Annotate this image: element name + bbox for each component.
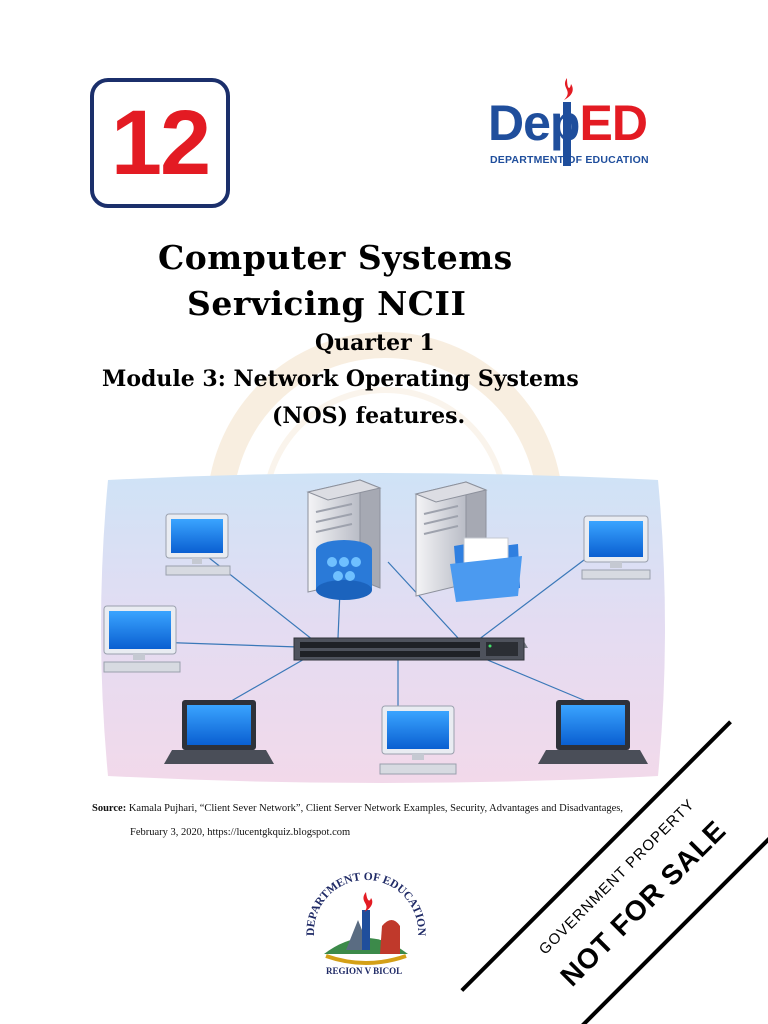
laptop-icon: [164, 700, 274, 764]
folder-icon: [450, 537, 522, 602]
quarter-label: Quarter 1: [315, 330, 435, 356]
region-seal: DEPARTMENT OF EDUCATION: [305, 871, 427, 965]
region-name: REGION V BICOL: [326, 966, 403, 976]
source-text: Kamala Pujhari, “Client Sever Network”, …: [126, 803, 623, 814]
database-users-icon: [316, 540, 372, 600]
desktop-computer-icon: [379, 705, 457, 775]
source-line-1: Source: Kamala Pujhari, “Client Sever Ne…: [92, 797, 722, 821]
grade-badge: 12: [90, 78, 230, 208]
torch-icon: [563, 78, 573, 166]
deped-logo: DepED DEPARTMENT OF EDUCATION: [488, 76, 678, 171]
source-line-2: February 3, 2020, https://lucentgkquiz.b…: [130, 827, 351, 838]
title-line-1: Computer Systems: [158, 238, 513, 277]
grade-number: 12: [110, 92, 211, 194]
source-citation: Source: Kamala Pujhari, “Client Sever Ne…: [92, 797, 722, 845]
network-illustration: [101, 473, 665, 783]
source-label: Source:: [92, 803, 127, 814]
module-title-line-1: Module 3: Network Operating Systems: [102, 366, 579, 392]
desktop-computer-icon: [165, 513, 231, 576]
module-title-line-2: (NOS) features.: [272, 403, 466, 429]
title-line-2: Servicing NCII: [187, 284, 467, 323]
deped-subtitle: DEPARTMENT OF EDUCATION: [490, 154, 649, 166]
desktop-computer-icon: [103, 605, 181, 673]
desktop-computer-icon: [581, 515, 651, 580]
network-switch-icon: [293, 637, 528, 661]
